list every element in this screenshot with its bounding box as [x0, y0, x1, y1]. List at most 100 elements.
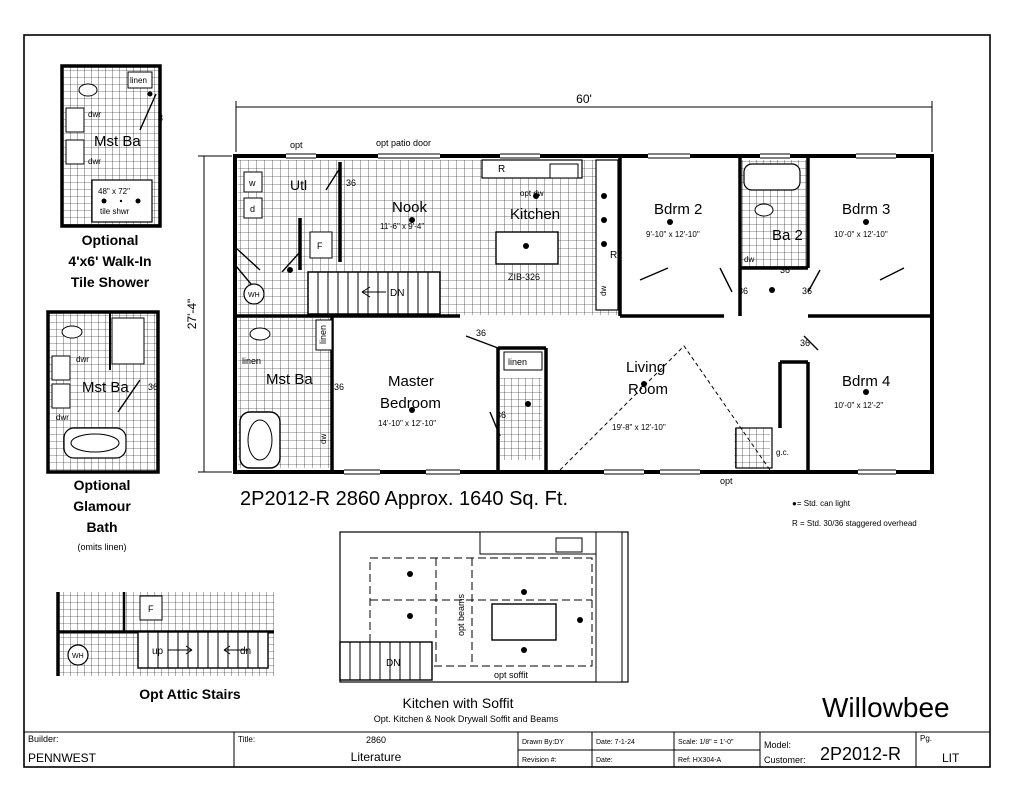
- drawn-date: Date: 7-1-24: [596, 739, 635, 746]
- shower-tile-label: tile shwr: [100, 207, 130, 216]
- opt-window-bottom-label: opt: [720, 476, 733, 486]
- island-model-label: ZIB-326: [508, 272, 540, 282]
- title-number: 2860: [366, 735, 386, 745]
- master-bath-dw-label: dw: [319, 434, 328, 444]
- living-room-dimension: 19'-8" x 12'-10": [612, 423, 666, 432]
- shower-title-3: Tile Shower: [71, 274, 150, 290]
- furnace-label: F: [317, 241, 323, 251]
- shower-title-2: 4'x6' Walk-In: [68, 253, 151, 269]
- model-number: 2P2012-R: [820, 744, 901, 764]
- builder-name: PENNWEST: [28, 751, 97, 765]
- shower-dwr-label-2: dwr: [88, 157, 101, 166]
- overall-depth-dim: 27'-4": [185, 299, 199, 330]
- hall-linen-label: linen: [508, 357, 527, 367]
- legend-can-light: ●= Std. can light: [792, 499, 851, 508]
- shower-dwr-label-1: dwr: [88, 110, 101, 119]
- master-linen-label: linen: [318, 325, 328, 344]
- nook-dimension: 11'-6" x 9'-4": [380, 222, 424, 231]
- kitchen-label: Kitchen: [510, 206, 560, 223]
- attic-furnace-label: F: [148, 604, 154, 614]
- glamour-dwr-label-1: dwr: [76, 355, 89, 364]
- bedroom-2-door-label: 36: [738, 286, 748, 296]
- opt-soffit-label: opt soffit: [494, 670, 528, 680]
- interior-walls: [235, 158, 932, 470]
- shower-linen-label: linen: [130, 76, 147, 85]
- closet-door-label: 36: [496, 410, 506, 420]
- bedroom-2-label: Bdrm 2: [654, 201, 702, 218]
- opt-attic-stairs-plan: WH F up dn Opt Attic Stairs: [56, 592, 274, 702]
- door-size-label: 36: [346, 178, 356, 188]
- master-bedroom-dimension: 14'-10" x 12'-10": [378, 419, 436, 428]
- drawn-by: Drawn By:DY: [522, 739, 564, 746]
- glamour-mst-ba-label: Mst Ba: [82, 379, 129, 396]
- ref-label: Ref: HX304-A: [678, 757, 722, 764]
- utility-label: Utl: [290, 177, 307, 193]
- kitchen-soffit-title: Kitchen with Soffit: [402, 695, 513, 711]
- kitchen-soffit-subtitle: Opt. Kitchen & Nook Drywall Soffit and B…: [374, 714, 559, 724]
- master-bedroom-label-1: Master: [388, 373, 434, 390]
- model-name: Willowbee: [822, 692, 950, 723]
- bedroom-2-dimension: 9'-10" x 12'-10": [646, 230, 700, 239]
- range-label: R: [610, 250, 617, 261]
- opt-window-label: opt: [290, 140, 303, 150]
- washer-label: w: [248, 178, 256, 188]
- opt-beams-label: opt beams: [456, 593, 466, 636]
- master-bedroom-label-2: Bedroom: [380, 395, 441, 412]
- living-room-label-2: Room: [628, 381, 668, 398]
- soffit-dn-label: DN: [386, 658, 400, 669]
- attic-up-label: up: [152, 646, 164, 657]
- bedroom-4-dimension: 10'-0" x 12'-2": [834, 401, 883, 410]
- stairs-down-label: DN: [390, 288, 404, 299]
- dryer-label: d: [250, 204, 255, 214]
- bedroom-3-door-label: 36: [802, 286, 812, 296]
- opt-dishwasher-label: opt dw: [520, 189, 544, 198]
- glamour-title-1: Optional: [74, 477, 131, 493]
- exterior-wall: [233, 154, 934, 474]
- living-room-label-1: Living: [626, 359, 665, 376]
- nook-label: Nook: [392, 199, 428, 216]
- scale-label: Scale: 1/8" = 1'-0": [678, 739, 734, 746]
- builder-label: Builder:: [28, 734, 59, 744]
- title-block: [24, 731, 990, 767]
- bedroom-4-label: Bdrm 4: [842, 373, 890, 390]
- bedroom-3-label: Bdrm 3: [842, 201, 890, 218]
- gas-chase-label: g.c.: [776, 448, 789, 457]
- refrigerator-label: R: [498, 164, 505, 175]
- glamour-title-2: Glamour: [73, 498, 131, 514]
- shower-door-label: 3: [158, 113, 163, 123]
- can-lights: [287, 193, 869, 413]
- optional-shower-plan: linen dwr dwr Mst Ba 3 48" x 72" tile sh…: [60, 64, 163, 290]
- optional-glamour-bath-plan: dwr dwr Mst Ba 36 Optional Glamour Bath …: [46, 310, 160, 552]
- title-text: Literature: [351, 750, 402, 764]
- bedroom-4-door-label: 36: [800, 338, 810, 348]
- kitchen-soffit-plan: DN opt beams opt soffit Kitchen with Sof…: [339, 531, 629, 724]
- overall-width-dim: 60': [576, 92, 592, 106]
- plan-title: 2P2012-R 2860 Approx. 1640 Sq. Ft.: [240, 488, 568, 510]
- shower-title-1: Optional: [82, 232, 139, 248]
- legend-overhead: R = Std. 30/36 staggered overhead: [792, 519, 917, 528]
- model-label: Model:: [764, 740, 791, 750]
- customer-label: Customer:: [764, 755, 806, 765]
- glamour-title-3: Bath: [86, 519, 117, 535]
- revision-date: Date:: [596, 757, 613, 764]
- page-label: Pg.: [920, 734, 932, 743]
- title-label: Title:: [238, 735, 255, 744]
- attic-dn-label: dn: [240, 646, 251, 657]
- master-bath-label: Mst Ba: [266, 371, 313, 388]
- master-bath-linen-label: linen: [242, 356, 261, 366]
- dishwasher-label: dw: [599, 286, 608, 296]
- master-bath-door-label: 36: [334, 382, 344, 392]
- glamour-door-label: 36: [148, 382, 158, 392]
- revision-label: Revision #:: [522, 757, 557, 764]
- opt-patio-door-label: opt patio door: [376, 138, 431, 148]
- sheet-border: [23, 34, 991, 768]
- attic-wh-label: WH: [72, 653, 84, 660]
- bedroom-3-dimension: 10'-0" x 12'-10": [834, 230, 888, 239]
- glamour-note: (omits linen): [77, 542, 126, 552]
- shower-mst-ba-label: Mst Ba: [94, 133, 141, 150]
- bath-2-dwr-label: dw: [744, 255, 754, 264]
- bath-2-label: Ba 2: [772, 227, 803, 244]
- attic-stairs-title: Opt Attic Stairs: [139, 686, 241, 702]
- shower-size-label: 48" x 72": [98, 187, 130, 196]
